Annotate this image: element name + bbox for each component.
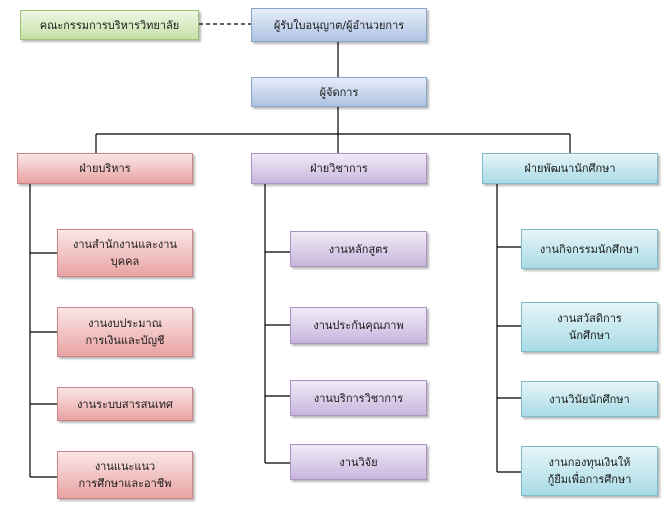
licensee-director-box: ผู้รับใบอนุญาต/ผู้อำนวยการ <box>251 8 427 42</box>
college-board-box: คณะกรรมการบริหารวิทยาลัย <box>20 10 199 40</box>
dept-academic-label: ฝ่ายวิชาการ <box>310 162 368 175</box>
unit-student-discipline-box: งานวินัยนักศึกษา <box>521 381 658 417</box>
dept-student-development-box: ฝ่ายพัฒนานักศึกษา <box>482 153 658 184</box>
dept-student-development-label: ฝ่ายพัฒนานักศึกษา <box>524 162 616 175</box>
unit-label-line: บุคคล <box>110 255 140 268</box>
unit-student-welfare-box: งานสวัสดิการ นักศึกษา <box>521 302 658 352</box>
unit-label-line: กู้ยืมเพื่อการศึกษา <box>547 473 632 486</box>
unit-office-personnel-box: งานสำนักงานและงาน บุคคล <box>57 229 193 277</box>
unit-label-line: งานวินัยนักศึกษา <box>549 392 630 406</box>
unit-curriculum-box: งานหลักสูตร <box>290 231 427 267</box>
unit-student-loan-fund-box: งานกองทุนเงินให้ กู้ยืมเพื่อการศึกษา <box>521 446 658 496</box>
unit-research-box: งานวิจัย <box>290 444 427 480</box>
unit-label-line: นักศึกษา <box>568 329 611 342</box>
unit-label-line: งานแนะแนว <box>94 460 156 473</box>
unit-guidance-box: งานแนะแนว การศึกษาและอาชีพ <box>57 451 193 499</box>
unit-label-line: งานประกันคุณภาพ <box>313 319 404 332</box>
unit-label-line: งานงบประมาณ <box>88 317 162 330</box>
unit-quality-assurance-box: งานประกันคุณภาพ <box>290 307 427 344</box>
unit-label-line: งานวิจัย <box>339 455 378 469</box>
dept-administration-box: ฝ่ายบริหาร <box>17 153 193 184</box>
unit-label-line: งานสวัสดิการ <box>557 312 622 325</box>
college-board-label: คณะกรรมการบริหารวิทยาลัย <box>39 18 180 32</box>
unit-student-activities-box: งานกิจกรรมนักศึกษา <box>521 229 658 269</box>
unit-label-line: งานหลักสูตร <box>328 242 389 256</box>
unit-information-systems-box: งานระบบสารสนเทศ <box>57 387 193 421</box>
unit-budget-finance-box: งานงบประมาณ การเงินและบัญชี <box>57 307 193 357</box>
unit-label-line: การเงินและบัญชี <box>85 334 165 347</box>
unit-label-line: งานระบบสารสนเทศ <box>77 397 173 411</box>
unit-label-line: งานบริการวิชาการ <box>313 391 404 405</box>
unit-label-line: งานกองทุนเงินให้ <box>548 456 631 469</box>
manager-label: ผู้จัดการ <box>319 85 359 99</box>
unit-academic-services-box: งานบริการวิชาการ <box>290 380 427 416</box>
unit-label-line: การศึกษาและอาชีพ <box>78 477 172 490</box>
licensee-director-label: ผู้รับใบอนุญาต/ผู้อำนวยการ <box>273 18 405 32</box>
manager-box: ผู้จัดการ <box>251 77 427 107</box>
unit-label-line: งานกิจกรรมนักศึกษา <box>539 242 640 256</box>
dept-administration-label: ฝ่ายบริหาร <box>79 162 131 175</box>
dept-academic-box: ฝ่ายวิชาการ <box>251 153 427 184</box>
unit-label-line: งานสำนักงานและงาน <box>72 238 177 251</box>
